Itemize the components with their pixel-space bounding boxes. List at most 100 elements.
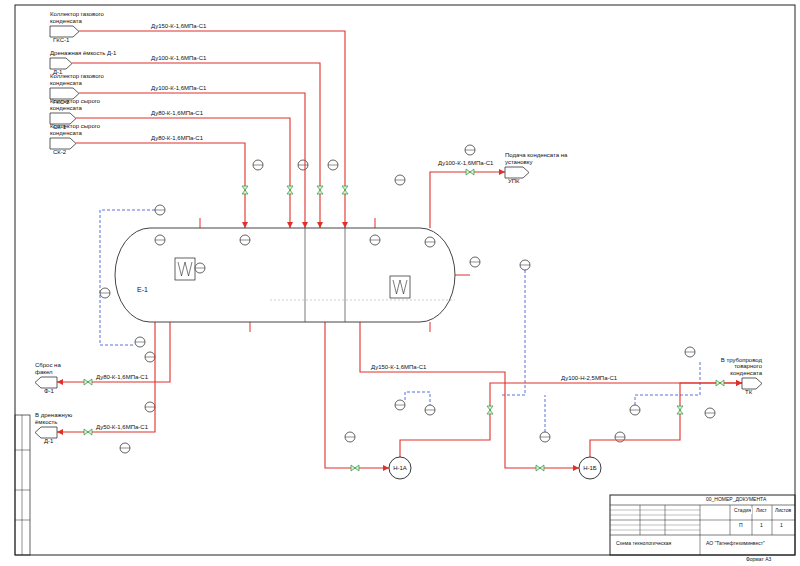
valve-symbol: [351, 465, 359, 471]
node-label: Н-1Б: [583, 465, 597, 472]
instrument-bubble-line: [253, 165, 263, 166]
instrument-bubble-line: [630, 410, 640, 411]
instrument-bubble: [470, 257, 480, 267]
title-block: [610, 495, 795, 555]
valve-symbol: [677, 406, 683, 414]
vessel-outline: [115, 228, 455, 322]
process-pipe: [76, 118, 290, 228]
process-pipe: [590, 383, 742, 457]
instrument-bubble-line: [240, 240, 250, 241]
title-block-line: [610, 515, 700, 516]
title-block-text: Лист: [755, 508, 768, 514]
instrument-bubble: [328, 160, 338, 170]
instrument-bubble: [395, 175, 405, 185]
flow-arrow-box: Дренажная ёмкость Д-1Д-1: [50, 58, 72, 69]
title-block-line: [610, 520, 795, 521]
process-pipe: [430, 172, 505, 228]
node-label: УПК: [508, 178, 520, 185]
flow-arrow-box: В трубопровод товарного конденсатаТК: [742, 378, 762, 389]
flow-arrow-box: Коллектор газового конденсатаГКС-1: [50, 26, 79, 37]
instrument-bubble: [345, 432, 355, 442]
heater-symbol: [390, 276, 410, 298]
line-number: Ду100-К-1,6МПа-С1: [150, 55, 207, 62]
instrument-bubble: [195, 263, 205, 273]
valve-symbol: [84, 429, 92, 435]
node-label: Н-1А: [393, 465, 407, 472]
node-heading: В трубопровод товарного конденсата: [707, 357, 762, 377]
line-number: Ду100-Н-2,5МПа-С1: [560, 375, 618, 382]
node-heading: Коллектор сырого конденсата: [50, 123, 120, 136]
instrument-bubble-line: [705, 413, 715, 414]
instrument-bubble: [425, 237, 435, 247]
title-block-line: [610, 510, 700, 511]
flow-arrow-box: Коллектор сырого конденсатаСК-2: [50, 138, 76, 149]
instrument-bubble-line: [540, 437, 550, 438]
nozzle-stub: [200, 218, 201, 228]
instrument-bubble: [370, 235, 380, 245]
valve-symbol: [487, 406, 493, 414]
node-label: СК-2: [53, 149, 66, 156]
instrument-bubble: [540, 432, 550, 442]
liquid-level: [270, 300, 455, 301]
node-heading: Коллектор газового конденсата: [50, 73, 120, 86]
instrument-bubble-line: [395, 180, 405, 181]
vessel: Е-1: [115, 228, 455, 322]
flow-arrow-box-outline: [35, 377, 57, 388]
instrument-bubble: [100, 288, 110, 298]
title-block-line: [640, 505, 641, 535]
valve-symbol: [342, 186, 348, 194]
instrument-bubble-line: [145, 407, 155, 408]
flow-arrow-box-outline: [50, 88, 79, 99]
flow-arrow-box-outline: [50, 138, 76, 149]
instrument-bubble-line: [520, 265, 530, 266]
arrow-box-outline: [505, 167, 529, 178]
nozzle-stub: [455, 275, 470, 276]
signal-line: [500, 270, 525, 395]
signal-line: [100, 210, 160, 345]
signal-line: [545, 395, 546, 432]
pump-outline: [579, 457, 601, 479]
process-pipe: [79, 31, 345, 228]
instrument-bubble-line: [425, 410, 435, 411]
instrument-bubble: [630, 405, 640, 415]
pump-symbol: Н-1А: [389, 457, 411, 479]
line-number: Ду150-К-1,6МПа-С1: [150, 23, 207, 30]
instrument-bubble-line: [145, 357, 155, 358]
side-stamp: [15, 415, 30, 555]
node-heading: Подача конденсата на установку: [505, 152, 583, 165]
node-heading: В дренажную ёмкость: [35, 412, 80, 425]
valve-symbol: [242, 186, 248, 194]
arrow-box-outline: [50, 138, 76, 149]
arrow-box-outline: [50, 88, 79, 99]
instrument-bubble: [120, 443, 130, 453]
instrument-bubble-line: [195, 268, 205, 269]
node-heading: Коллектор газового конденсата: [50, 11, 120, 24]
title-block-text: 1: [759, 523, 764, 529]
valve-symbol: [317, 186, 323, 194]
line-number: Ду80-К-1,6МПа-С1: [150, 135, 204, 142]
title-block-line: [610, 530, 700, 531]
instrument-bubble-line: [395, 405, 405, 406]
instrument-bubble: [240, 235, 250, 245]
node-label: Д-1: [44, 438, 53, 445]
drawing-frame: [15, 5, 795, 555]
instrument-bubble: [685, 347, 695, 357]
instrument-bubble-line: [425, 242, 435, 243]
instrument-bubble: [298, 160, 308, 170]
instrument-bubble-line: [298, 165, 308, 166]
instrument-bubble-line: [345, 437, 355, 438]
node-label: Ф-1: [44, 388, 54, 395]
arrow-box-outline: [50, 58, 72, 69]
valve-symbol: [716, 380, 724, 386]
pump-outline: [389, 457, 411, 479]
stamp-divider: [22, 415, 23, 555]
title-block-text: П: [738, 523, 744, 529]
line-number: Ду150-К-1,6МПа-С1: [370, 364, 427, 371]
line-number: Ду100-К-1,6МПа-С1: [437, 160, 494, 167]
arrow-box-outline: [742, 378, 762, 389]
title-block-line: [610, 525, 700, 526]
process-pipe: [325, 322, 389, 468]
stamp-divider: [15, 520, 30, 521]
arrow-box-outline: [50, 26, 79, 37]
